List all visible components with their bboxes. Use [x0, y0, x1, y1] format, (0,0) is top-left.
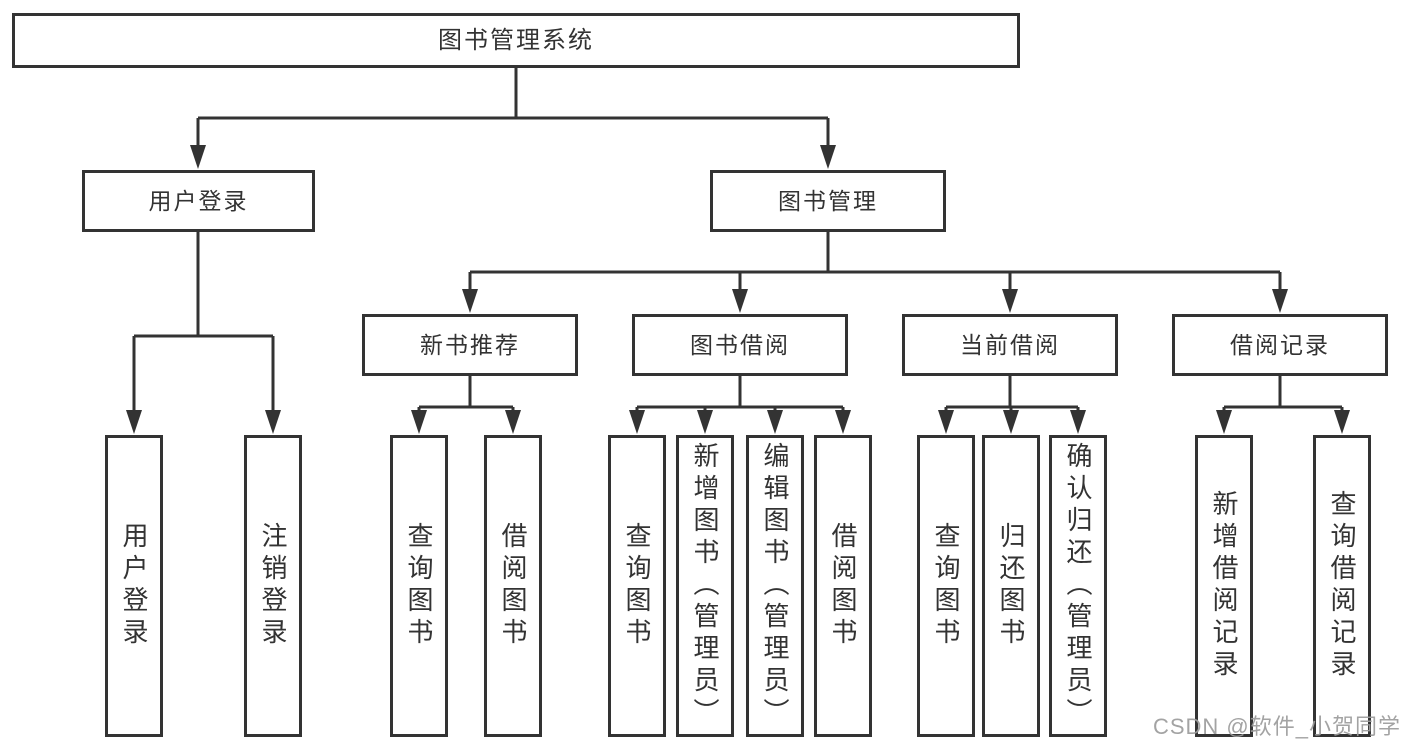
arrow-icon: [190, 145, 206, 169]
leaf-add-books-admin: 新增图书（管理员）: [676, 435, 734, 737]
leaf-borrow-books-recommend: 借阅图书: [484, 435, 542, 737]
arrow-icon: [1334, 410, 1350, 434]
node-current-borrowing: 当前借阅: [902, 314, 1118, 376]
leaf-borrow-books: 借阅图书: [814, 435, 872, 737]
arrow-icon: [1216, 410, 1232, 434]
wire-book-mgmt-children: [468, 232, 1282, 292]
leaf-return-books: 归还图书: [982, 435, 1040, 737]
leaf-query-books-current: 查询图书: [917, 435, 975, 737]
leaf-user-login: 用户登录: [105, 435, 163, 737]
csdn-watermark: CSDN @软件_小贺同学: [1152, 714, 1401, 739]
arrow-icon: [820, 145, 836, 169]
arrow-icon: [462, 289, 478, 313]
wire-root-to-level1: [196, 68, 830, 148]
arrow-icon: [732, 289, 748, 313]
leaf-query-books-borrow: 查询图书: [608, 435, 666, 737]
arrow-icon: [835, 410, 851, 434]
arrow-icon: [938, 410, 954, 434]
leaf-edit-books-admin: 编辑图书（管理员）: [746, 435, 804, 737]
arrow-icon: [505, 410, 521, 434]
leaf-query-borrow-record: 查询借阅记录: [1313, 435, 1371, 737]
arrow-icon: [411, 410, 427, 434]
arrow-icon: [1003, 410, 1019, 434]
node-book-management: 图书管理: [710, 170, 946, 232]
wire-user-login-children: [132, 232, 275, 413]
wire-new-book-children: [417, 376, 515, 413]
wire-borrow-children: [635, 376, 845, 413]
arrow-icon: [629, 410, 645, 434]
node-new-book-recommend: 新书推荐: [362, 314, 578, 376]
wire-current-children: [944, 376, 1080, 413]
arrow-icon: [126, 410, 142, 434]
arrow-icon: [265, 410, 281, 434]
leaf-logout: 注销登录: [244, 435, 302, 737]
node-user-login: 用户登录: [82, 170, 315, 232]
arrow-icon: [697, 410, 713, 434]
wire-records-children: [1222, 376, 1344, 413]
node-library-system: 图书管理系统: [12, 13, 1020, 68]
leaf-add-borrow-record: 新增借阅记录: [1195, 435, 1253, 737]
leaf-query-books-recommend: 查询图书: [390, 435, 448, 737]
arrow-icon: [1002, 289, 1018, 313]
leaf-confirm-return-admin: 确认归还（管理员）: [1049, 435, 1107, 737]
arrow-icon: [1070, 410, 1086, 434]
arrow-icon: [767, 410, 783, 434]
arrow-icon: [1272, 289, 1288, 313]
node-book-borrowing: 图书借阅: [632, 314, 848, 376]
node-borrowing-records: 借阅记录: [1172, 314, 1388, 376]
